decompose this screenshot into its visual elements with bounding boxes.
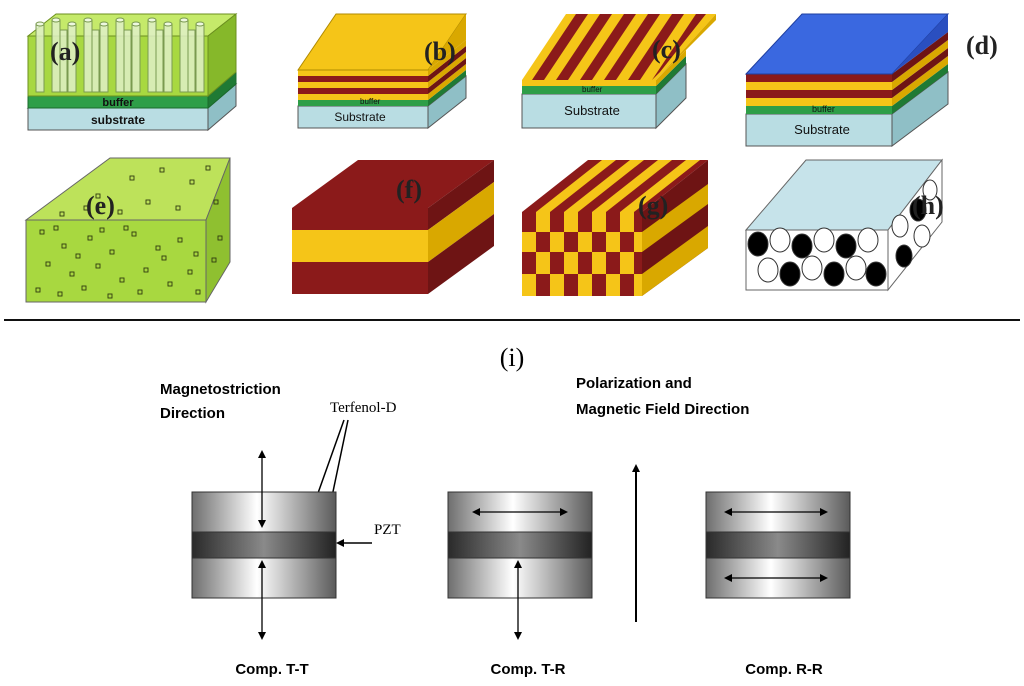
magnetostriction-label-line1: Magnetostriction [160, 381, 281, 398]
panel-a-buffer-label: buffer [102, 97, 134, 109]
stack-tr [447, 491, 593, 640]
caption-tt: Comp. T-T [235, 661, 308, 678]
stack-rr [705, 491, 851, 599]
panel-g-label: (g) [638, 191, 668, 220]
panel-c-buffer-label: buffer [582, 85, 603, 94]
panel-e-label: (e) [86, 191, 115, 220]
caption-rr: Comp. R-R [745, 661, 823, 678]
section-i-label: (i) [500, 343, 525, 372]
polarization-label-line1: Polarization and [576, 375, 692, 392]
panel-c-substrate-label: Substrate [564, 103, 620, 118]
panel-d: (d) buffer Substrate [744, 13, 998, 147]
panel-h-label: (h) [912, 191, 944, 220]
panel-e: (e) [24, 157, 231, 304]
stack-tt [191, 450, 372, 640]
panel-b-substrate-label: Substrate [334, 110, 386, 124]
pzt-label: PZT [374, 522, 401, 538]
panel-g: (g) [522, 160, 708, 296]
panel-b-label: (b) [424, 37, 456, 66]
caption-tr: Comp. T-R [491, 661, 566, 678]
panel-a: (a) buffer substrate [26, 12, 238, 132]
section-i: (i) Magnetostriction Direction Polarizat… [160, 343, 851, 678]
panel-f: (f) [292, 160, 494, 294]
panel-h: (h) [744, 158, 944, 292]
panel-c-label: (c) [652, 35, 681, 64]
panel-d-substrate-label: Substrate [794, 122, 850, 137]
polarization-label-line2: Magnetic Field Direction [576, 401, 749, 418]
magnetostriction-label-line2: Direction [160, 405, 225, 422]
panel-b: (b) buffer Substrate [297, 13, 467, 130]
terfenol-d-label: Terfenol-D [330, 400, 397, 416]
panel-d-label: (d) [966, 31, 998, 60]
panel-c: (c) buffer Substrate [521, 14, 716, 130]
panel-a-substrate-label: substrate [91, 113, 145, 127]
panel-b-buffer-label: buffer [360, 97, 381, 106]
panel-f-label: (f) [396, 175, 422, 204]
panel-d-buffer-label: buffer [812, 104, 835, 114]
panel-a-label: (a) [50, 37, 80, 66]
